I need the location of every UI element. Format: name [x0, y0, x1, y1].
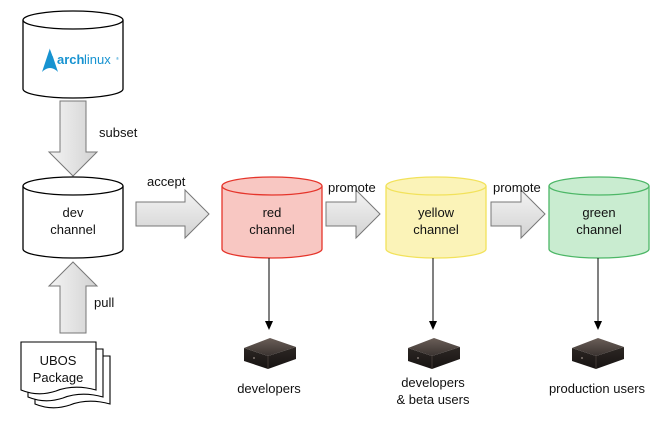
pull-label: pull: [94, 295, 114, 310]
red-channel-cylinder: red channel: [221, 176, 323, 259]
green-channel-label-2: channel: [576, 222, 622, 237]
yellow-channel-label-1: yellow: [418, 205, 455, 220]
red-audience-label: developers: [237, 381, 301, 396]
green-channel-cylinder: green channel: [548, 176, 650, 259]
yellow-channel-cylinder: yellow channel: [385, 176, 487, 259]
promote-arrow-2: [490, 188, 546, 240]
arch-logo-text-light: linux: [84, 52, 111, 67]
ubos-package-stack: UBOS Package: [20, 341, 111, 409]
green-channel-label-1: green: [582, 205, 615, 220]
archlinux-cylinder: arch linux ®: [22, 10, 124, 99]
accept-label: accept: [147, 174, 186, 189]
promote-label-2: promote: [493, 180, 541, 195]
subset-label: subset: [99, 125, 138, 140]
arch-logo-trademark: ®: [116, 56, 119, 61]
subset-arrow: [47, 100, 99, 177]
pull-arrow: [47, 261, 99, 334]
arch-logo-icon: [42, 47, 58, 72]
computer-box-icon: [244, 338, 296, 369]
computer-box-icon: [408, 338, 460, 369]
yellow-deploy-connector: [429, 258, 437, 330]
dev-channel-label-1: dev: [63, 205, 84, 220]
package-label-1: UBOS: [40, 353, 77, 368]
computer-box-icon: [572, 338, 624, 369]
promote-label-1: promote: [328, 180, 376, 195]
accept-arrow: [135, 188, 210, 240]
yellow-audience-label-2: & beta users: [397, 392, 470, 407]
promote-arrow-1: [325, 188, 381, 240]
green-deploy-connector: [594, 258, 602, 330]
dev-channel-label-2: channel: [50, 222, 96, 237]
red-deploy-connector: [265, 258, 273, 330]
package-page-front: [20, 341, 97, 395]
yellow-audience-label-1: developers: [401, 375, 465, 390]
green-audience-label: production users: [549, 381, 646, 396]
red-channel-label-1: red: [263, 205, 282, 220]
package-label-2: Package: [33, 370, 84, 385]
yellow-channel-label-2: channel: [413, 222, 459, 237]
red-channel-label-2: channel: [249, 222, 295, 237]
arch-logo-text-bold: arch: [57, 52, 85, 67]
dev-channel-cylinder: dev channel: [22, 176, 124, 259]
